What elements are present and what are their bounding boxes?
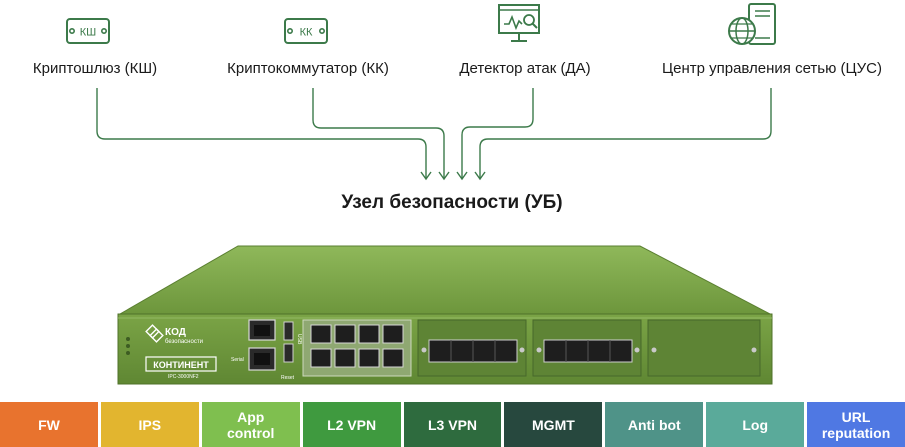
crypto-switch-icon-text: КК xyxy=(300,27,313,39)
module-l2-vpn: L2 VPN xyxy=(302,402,401,447)
brand-name: КОД xyxy=(165,327,186,338)
attack-detector-monitor-icon xyxy=(498,4,540,42)
module-log: Log xyxy=(706,402,805,447)
connector-lines xyxy=(96,88,772,181)
module-anti-bot: Anti bot xyxy=(605,402,704,447)
connector-crypto-switch xyxy=(312,88,445,178)
crypto-gateway-icon: КШ xyxy=(66,18,110,44)
security-node-title: Узел безопасности (УБ) xyxy=(341,192,563,213)
brand-logo xyxy=(145,324,164,343)
module-l3-vpn: L3 VPN xyxy=(403,402,502,447)
security-modules-bar: FW IPS App control L2 VPN L3 VPN MGMT An… xyxy=(0,402,905,447)
module-url-reputation: URL reputation xyxy=(807,402,905,447)
model-number: IPC-3000NF2 xyxy=(168,374,199,380)
module-mgmt: MGMT xyxy=(504,402,603,447)
serial-port-label: Serial xyxy=(231,357,244,363)
model-name: КОНТИНЕНТ xyxy=(153,360,209,370)
component-label-crypto-switch: Криптокоммутатор (КК) xyxy=(227,60,389,77)
module-fw: FW xyxy=(0,402,98,447)
connector-crypto-gateway xyxy=(96,88,427,178)
connector-attack-detector xyxy=(461,88,534,178)
crypto-gateway-icon-text: КШ xyxy=(80,27,97,39)
module-ips: IPS xyxy=(100,402,199,447)
component-label-network-control-center: Центр управления сетью (ЦУС) xyxy=(662,60,882,77)
module-app-control: App control xyxy=(201,402,300,447)
crypto-switch-icon: КК xyxy=(284,18,328,44)
brand-subtitle: безопасности xyxy=(165,339,203,345)
component-label-attack-detector: Детектор атак (ДА) xyxy=(459,60,591,77)
component-label-crypto-gateway: Криптошлюз (КШ) xyxy=(32,60,158,77)
reset-button-label: Reset xyxy=(281,375,295,381)
connector-network-control-center xyxy=(479,88,772,178)
globe-server-icon xyxy=(728,3,776,45)
security-appliance-image: КОД безопасности КОНТИНЕНТ IPC-3000NF2 S… xyxy=(117,245,773,385)
usb-port-label: USB xyxy=(296,334,302,345)
